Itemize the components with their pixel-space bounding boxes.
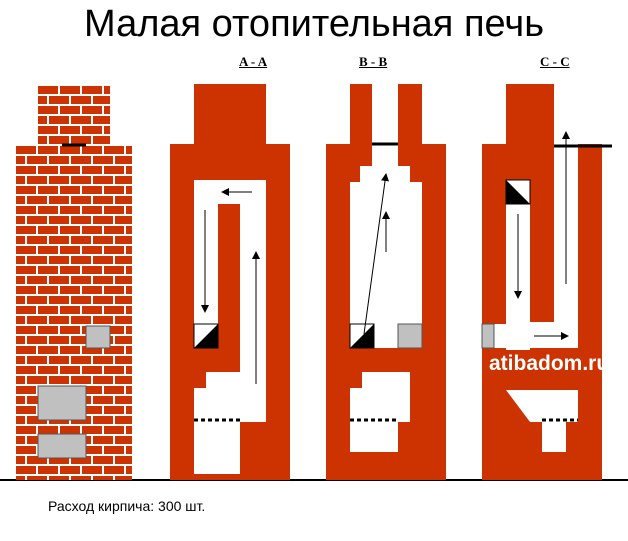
front-elevation — [16, 86, 132, 480]
ash-door — [37, 433, 87, 459]
brick-usage-text: Расход кирпича: 300 шт. — [48, 498, 206, 514]
watermark-text: atibadom.ru — [489, 352, 610, 375]
section-label-b: B - B — [359, 54, 388, 69]
section-label-c: C - C — [540, 54, 570, 69]
section-label-a: A - A — [239, 54, 268, 69]
section-b — [326, 84, 446, 480]
page-title: Малая отопительная печь — [84, 3, 544, 45]
cleanout-c — [481, 323, 495, 349]
section-c — [481, 84, 612, 480]
chimney-bricks — [38, 86, 110, 144]
cleanout-door — [85, 325, 111, 349]
flow-arrow — [363, 173, 390, 335]
body-bricks — [16, 146, 132, 480]
cleanout-b — [397, 323, 423, 349]
fire-door — [37, 385, 87, 421]
section-a — [170, 84, 290, 480]
